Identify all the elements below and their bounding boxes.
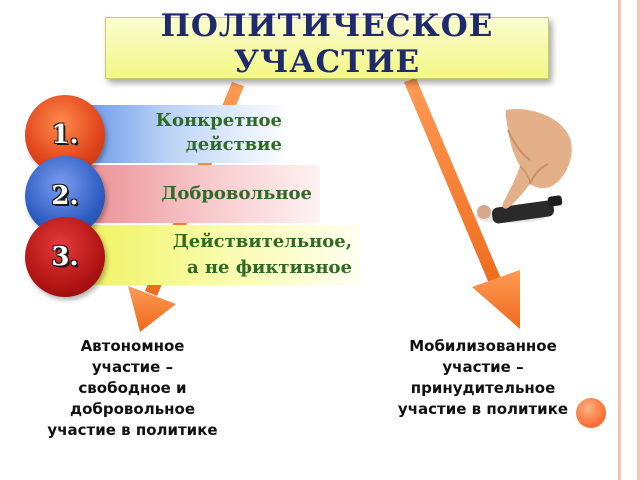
item-band-3: Действительное, а не фиктивное xyxy=(70,225,360,285)
outcome-mobilized: Мобилизованное участие – принудительное … xyxy=(397,337,569,418)
hand-icon xyxy=(502,109,572,209)
outcome-autonomous: Автономное участие – свободное и доброво… xyxy=(47,337,218,439)
item-band-1: Конкретное действие xyxy=(70,105,290,163)
hand-pressing-figure-icon xyxy=(474,109,572,224)
slide-border xyxy=(618,0,640,480)
figure-icon xyxy=(474,195,563,224)
item-band-2: Добровольное xyxy=(70,165,320,223)
number-badge-3: 3. xyxy=(25,217,105,297)
page-title: ПОЛИТИЧЕСКОЕ УЧАСТИЕ xyxy=(160,8,494,80)
decorative-dot xyxy=(576,398,606,428)
title-box xyxy=(105,17,549,79)
arrow-right xyxy=(404,78,520,329)
